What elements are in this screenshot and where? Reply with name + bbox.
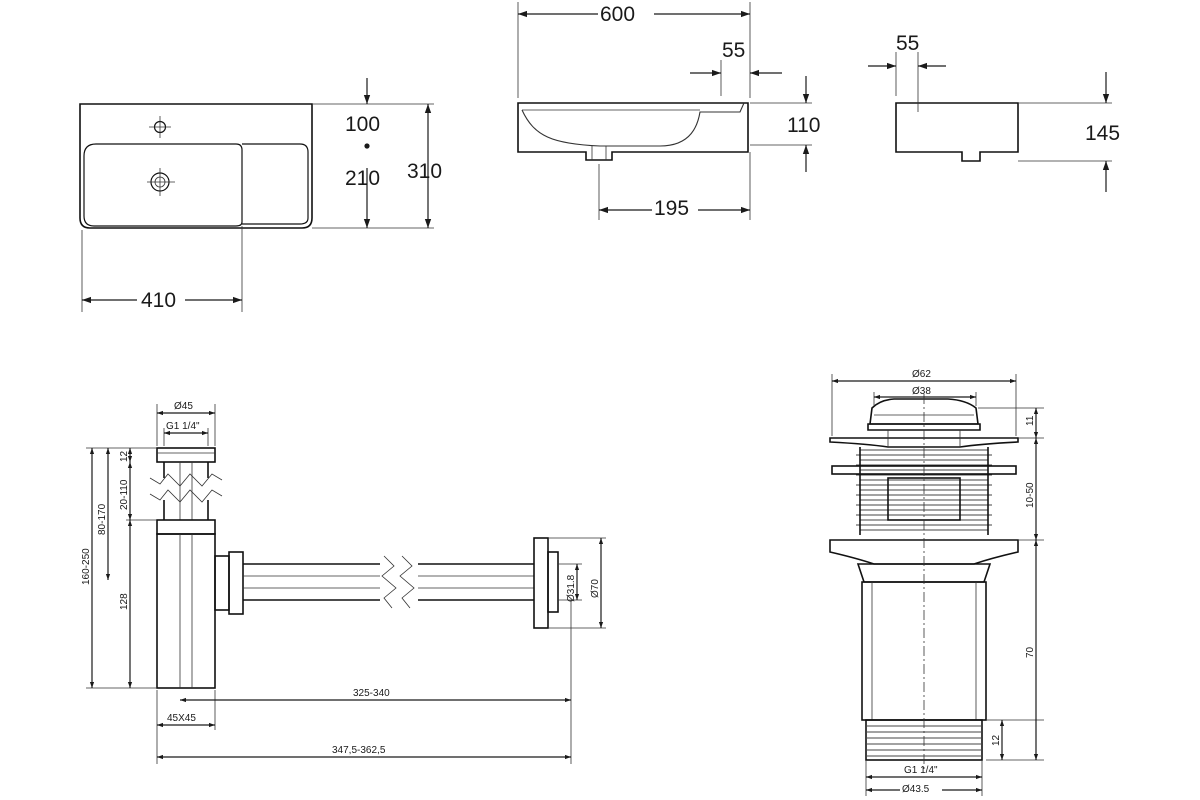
- siphon-reach-label: 325-340: [353, 688, 390, 699]
- bowl-offset-label: 195: [654, 197, 689, 220]
- siphon-thread-label: G1 1/4": [166, 421, 200, 432]
- siphon-top-cap: [156, 447, 216, 463]
- valve-adjust-label: 10-50: [1025, 482, 1036, 508]
- drain-valve-drawing: Ø62 Ø38 11 10-50 70 12 G1 1/4" Ø43.5: [829, 369, 1044, 796]
- siphon-outlet-diameter-label: Ø45: [174, 401, 193, 412]
- valve-body-length-label: 70: [1025, 646, 1036, 658]
- bottle-siphon-drawing: Ø45 G1 1/4" 160-250 80-170 12 20-110 128…: [81, 401, 606, 764]
- dimension-point: [364, 143, 370, 149]
- siphon-flange-diameter-label: Ø70: [590, 579, 601, 598]
- siphon-body: [156, 533, 216, 689]
- siphon-adjust-label: 20-110: [119, 479, 130, 510]
- siphon-total-height-label: 160-250: [81, 548, 92, 585]
- side-height-label: 145: [1085, 122, 1120, 145]
- siphon-pipe-height-label: 80-170: [97, 503, 108, 535]
- basin-bowl-outline: [83, 143, 243, 227]
- basin-side-view: 55 145: [868, 32, 1120, 192]
- basin-section-outline: [517, 102, 749, 161]
- basin-top-outline: [79, 103, 313, 229]
- basin-bowl-curve: [521, 102, 745, 147]
- basin-shelf-outline: [242, 143, 309, 225]
- basin-depth-label: 310: [407, 160, 442, 183]
- valve-inner-diameter-label: Ø38: [912, 386, 931, 397]
- basin-height-label: 110: [787, 114, 820, 137]
- basin-side-outline: [895, 102, 1019, 162]
- tap-hole-icon: [149, 116, 171, 138]
- basin-front-view: 600 55 110 195: [517, 2, 820, 221]
- valve-thread-label: G1 1/4": [904, 765, 938, 776]
- siphon-bore-label: Ø31.8: [566, 574, 577, 602]
- valve-cap-height-label: 11: [1025, 415, 1036, 426]
- side-offset-label: 55: [896, 32, 919, 55]
- siphon-cap-height-label: 12: [119, 450, 130, 462]
- siphon-nut: [156, 519, 216, 535]
- drain-hole-icon: [147, 168, 175, 196]
- upper-depth-label: 100: [345, 113, 380, 136]
- siphon-wall-flange: [533, 537, 549, 629]
- basin-top-view: 100 210 310 410: [79, 78, 442, 312]
- lower-depth-label: 210: [345, 167, 380, 190]
- siphon-body-section-label: 45X45: [167, 713, 196, 724]
- valve-thread-length-label: 12: [991, 734, 1002, 746]
- siphon-total-reach-label: 347,5-362,5: [332, 745, 386, 756]
- basin-width-label: 600: [600, 3, 635, 26]
- siphon-body-height-label: 128: [119, 593, 130, 610]
- valve-outlet-diameter-label: Ø43.5: [902, 784, 930, 795]
- valve-cap-diameter-label: Ø62: [912, 369, 931, 380]
- bowl-width-label: 410: [141, 289, 176, 312]
- edge-width-label: 55: [722, 39, 745, 62]
